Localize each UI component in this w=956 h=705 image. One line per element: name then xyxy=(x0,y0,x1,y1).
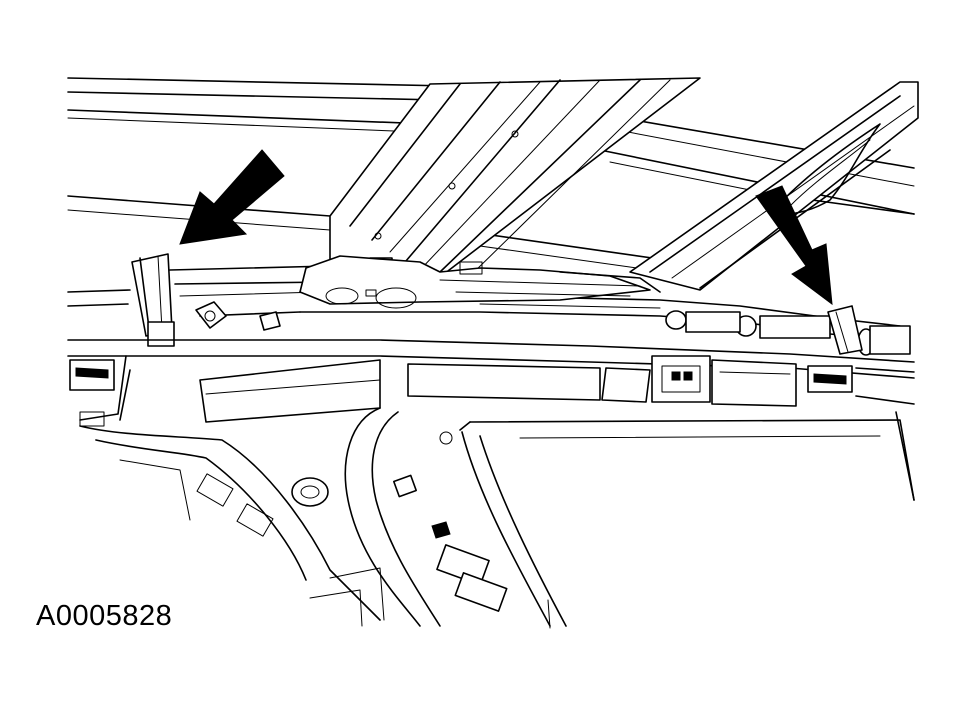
rail-slot-right xyxy=(808,366,852,392)
pillar-structure xyxy=(80,408,914,628)
roof-bow-right xyxy=(630,82,918,290)
clip-right xyxy=(828,306,862,354)
left-bracket xyxy=(132,254,174,346)
roof-bow-center xyxy=(330,78,700,300)
right-arrow xyxy=(756,186,832,304)
bow-base-panel xyxy=(300,256,660,308)
curtain-airbag-module xyxy=(68,266,910,355)
rail-clip xyxy=(652,356,710,402)
clip-mid xyxy=(260,312,280,330)
side-rail-trim xyxy=(68,340,914,500)
figure-id-label: A0005828 xyxy=(36,600,173,632)
left-trim-slots xyxy=(70,360,114,426)
left-arrow xyxy=(180,150,284,244)
clip-left xyxy=(196,302,226,328)
